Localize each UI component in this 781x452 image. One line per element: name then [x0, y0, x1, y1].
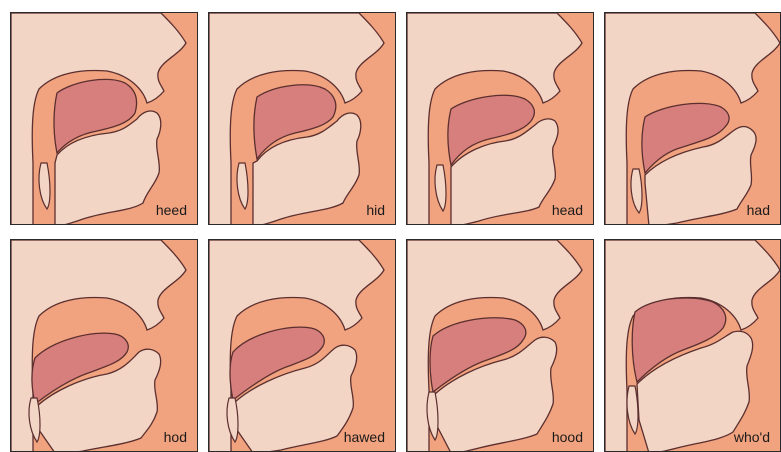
vocal-tract-diagram-hid: [209, 13, 396, 225]
vocal-tract-diagram-hod: [11, 240, 198, 452]
panel-hod: hod: [10, 239, 198, 452]
word-label: hid: [366, 202, 385, 218]
epiglottis-head: [435, 165, 446, 211]
vocal-tract-diagram-hawed: [209, 240, 396, 452]
word-label: head: [552, 202, 583, 218]
vocal-tract-diagram-hood: [407, 240, 594, 452]
panel-head: head: [406, 12, 594, 225]
panel-had: had: [604, 12, 781, 225]
panel-hid: hid: [208, 12, 396, 225]
epiglottis-heed: [39, 163, 50, 209]
word-label: heed: [156, 202, 187, 218]
word-label: had: [747, 202, 770, 218]
epiglottis-had: [631, 169, 642, 213]
panel-heed: heed: [10, 12, 198, 225]
vocal-tract-diagram-had: [605, 13, 781, 225]
word-label: hood: [552, 429, 583, 445]
epiglottis-whod: [627, 386, 638, 434]
panel-hood: hood: [406, 239, 594, 452]
word-label: who'd: [734, 429, 770, 445]
vocal-tract-diagram-whod: [605, 240, 781, 452]
vocal-tract-diagram-heed: [11, 13, 198, 225]
epiglottis-hid: [237, 163, 248, 209]
word-label: hod: [164, 429, 187, 445]
vocal-tract-diagram-head: [407, 13, 594, 225]
panel-hawed: hawed: [208, 239, 396, 452]
word-label: hawed: [344, 429, 385, 445]
panel-whod: who'd: [604, 239, 781, 452]
